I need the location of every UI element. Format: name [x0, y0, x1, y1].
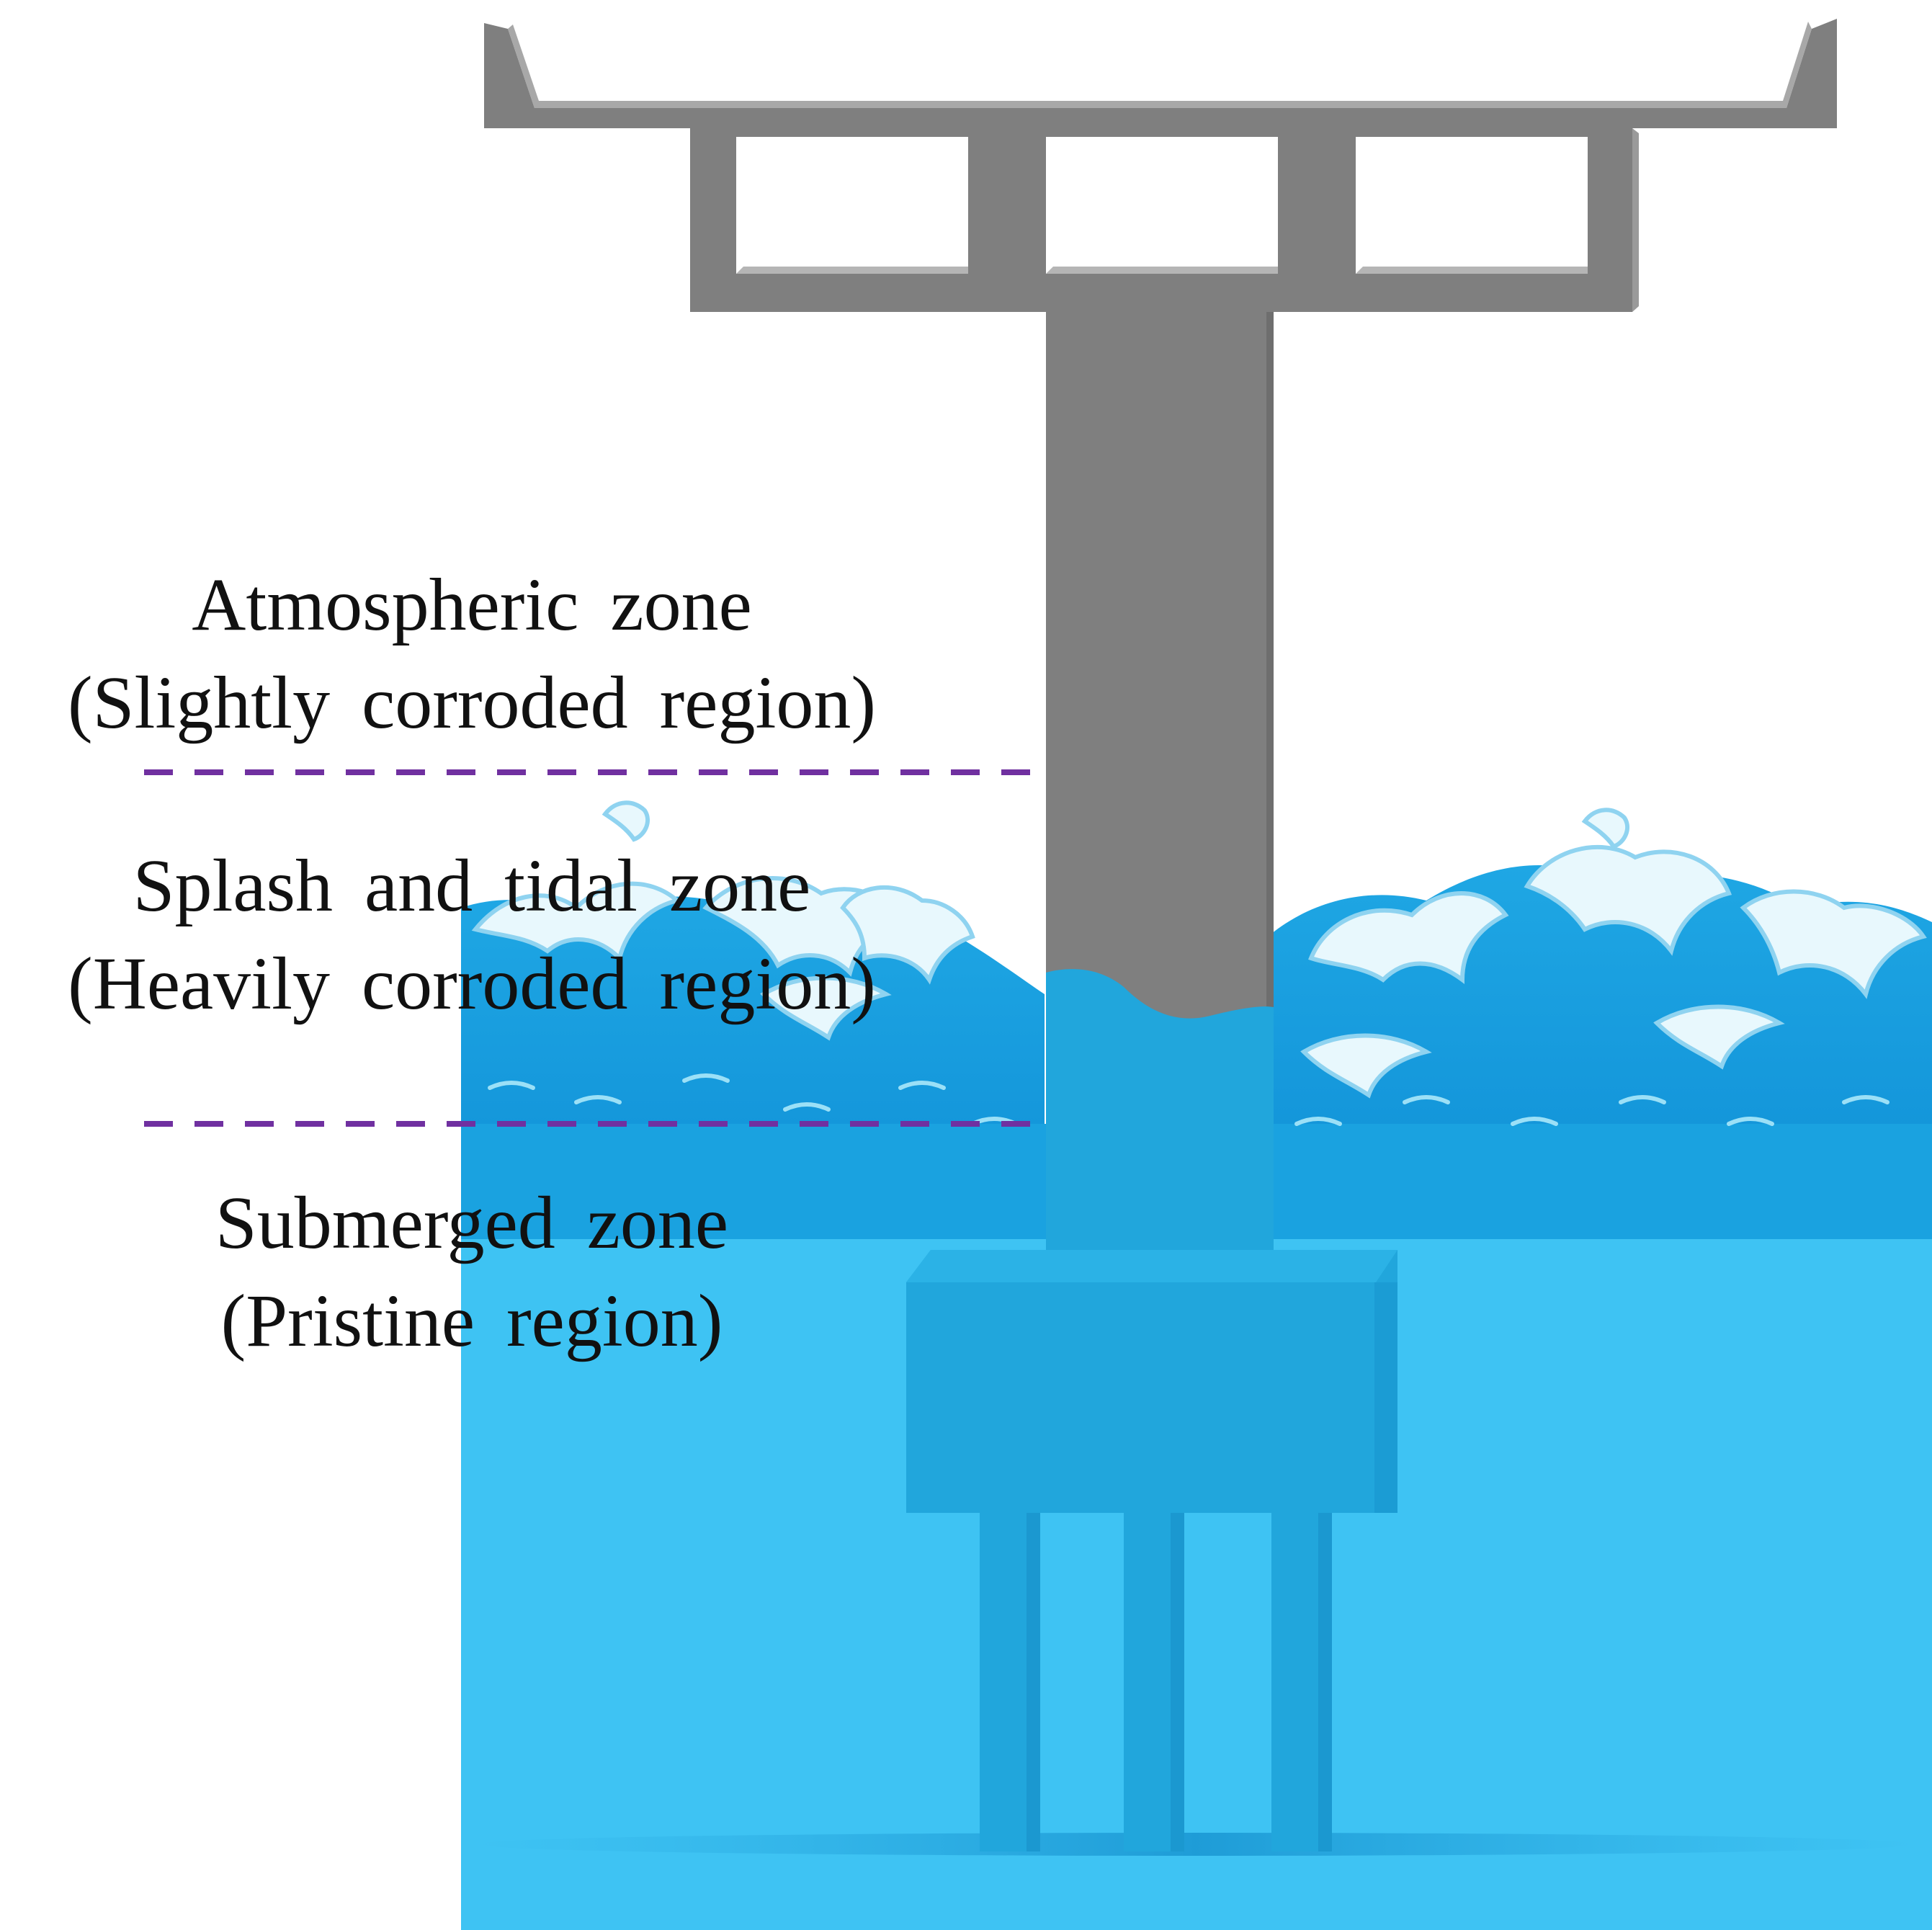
- splash-tidal-zone-label: Splash and tidal zone (Heavily corroded …: [14, 837, 929, 1033]
- pier-column-icon: [1046, 312, 1274, 1032]
- submerged-zone-label: Submerged zone (Pristine region): [14, 1174, 929, 1370]
- wave-icon: [471, 800, 1927, 1099]
- water-ripples: [488, 1073, 1889, 1126]
- splash-tidal-zone-description: (Heavily corroded region): [68, 942, 876, 1025]
- riverbed-shadow: [475, 1833, 1916, 1856]
- pile-cap-icon: [906, 1250, 1397, 1513]
- splash-tidal-zone-name: Splash and tidal zone: [133, 844, 811, 927]
- atmospheric-zone-description: (Slightly corroded region): [68, 661, 876, 744]
- atmospheric-zone-label: Atmospheric zone (Slightly corroded regi…: [14, 556, 929, 752]
- submerged-column: [1046, 969, 1274, 1268]
- bridge-deck-icon: [484, 19, 1837, 312]
- atmospheric-zone-name: Atmospheric zone: [192, 563, 752, 646]
- submerged-zone-name: Submerged zone: [215, 1181, 729, 1264]
- submerged-zone-description: (Pristine region): [220, 1279, 723, 1362]
- pile-icon: [980, 1513, 1332, 1851]
